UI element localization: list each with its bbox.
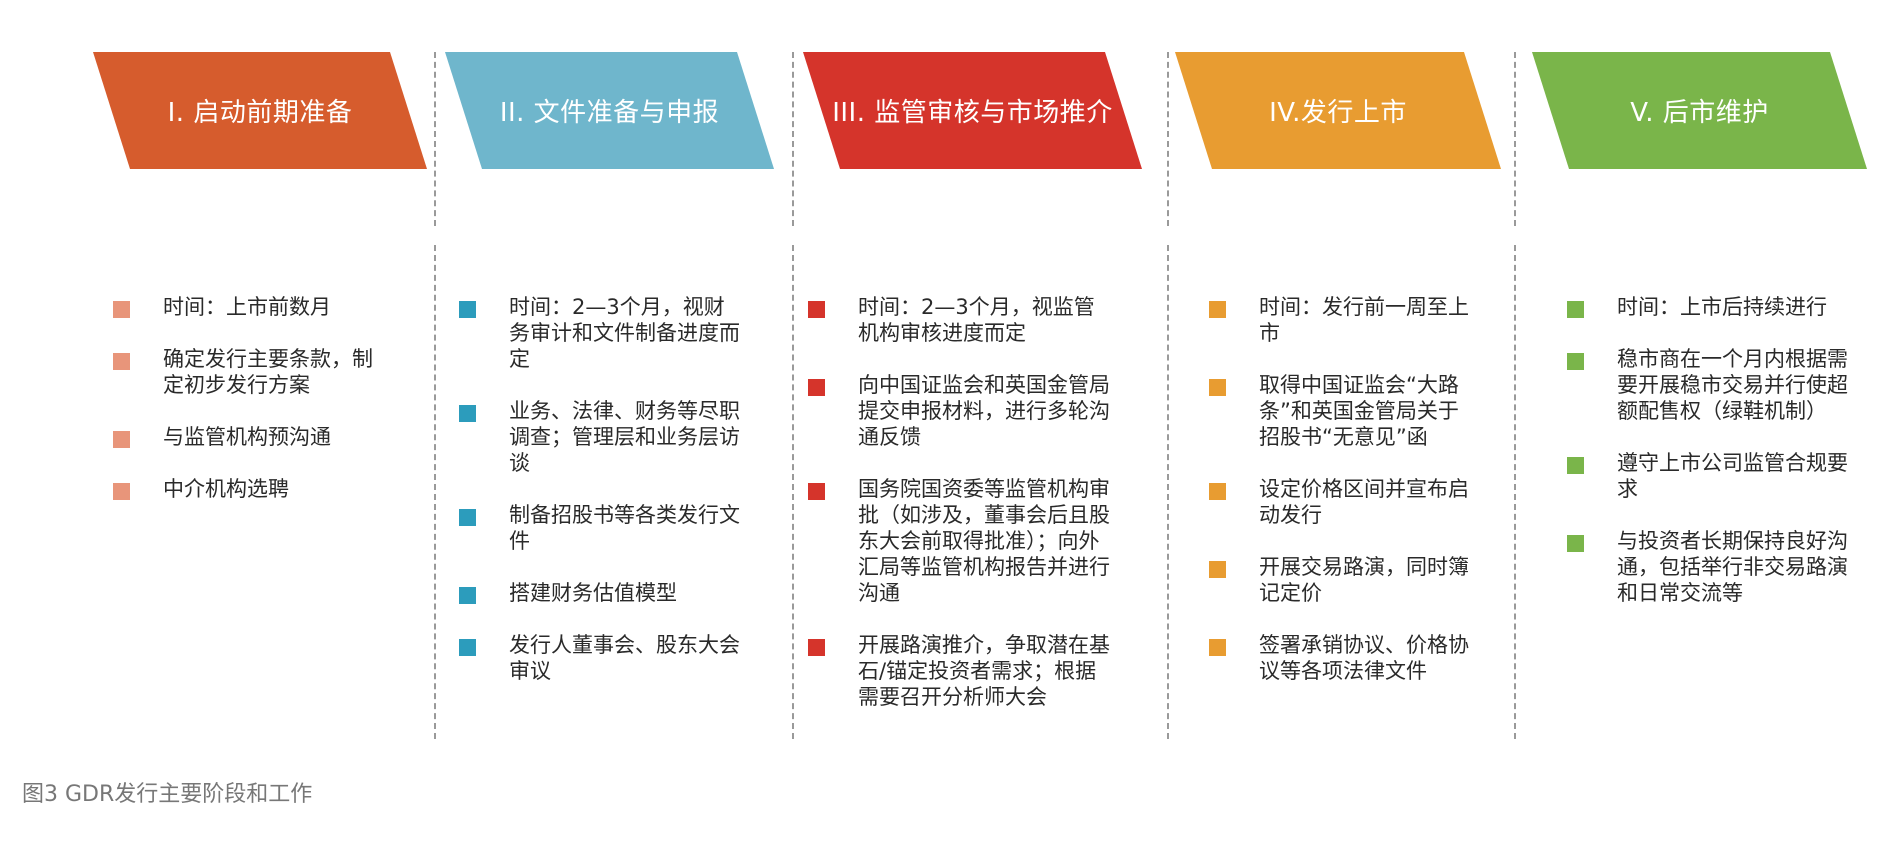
bullet-square-icon: [1567, 353, 1584, 370]
divider-1-upper: [434, 52, 436, 226]
bullet-square-icon: [1567, 301, 1584, 318]
divider-2-lower: [792, 245, 794, 739]
bullet-square-icon: [1567, 457, 1584, 474]
stage-4-task: 设定价格区间并宣布启动发行: [1209, 476, 1479, 528]
stage-4-task: 时间：发行前一周至上市: [1209, 294, 1479, 346]
bullet-square-icon: [808, 639, 825, 656]
stage-2-task-list: 时间：2—3个月，视财务审计和文件制备进度而定 业务、法律、财务等尽职调查；管理…: [459, 294, 741, 710]
stage-5-task: 时间：上市后持续进行: [1567, 294, 1867, 320]
stage-5-task: 稳市商在一个月内根据需要开展稳市交易并行使超额配售权（绿鞋机制）: [1567, 346, 1867, 424]
bullet-square-icon: [459, 639, 476, 656]
stage-3-task: 国务院国资委等监管机构审批（如涉及，董事会后且股东大会前取得批准）；向外汇局等监…: [808, 476, 1112, 606]
stage-2-banner: II. 文件准备与申报: [445, 52, 774, 169]
stage-1-banner: I. 启动前期准备: [93, 52, 427, 169]
stage-4-task-list: 时间：发行前一周至上市 取得中国证监会“大路条”和英国金管局关于招股书“无意见”…: [1209, 294, 1479, 710]
stage-2-task: 制备招股书等各类发行文件: [459, 502, 741, 554]
stage-4-task: 开展交易路演，同时簿记定价: [1209, 554, 1479, 606]
stage-3-banner: III. 监管审核与市场推介: [803, 52, 1142, 169]
stage-3-banner-shape: [803, 52, 1142, 169]
stage-5-banner: V. 后市维护: [1532, 52, 1867, 169]
stage-1-task: 中介机构选聘: [113, 476, 378, 502]
bullet-square-icon: [1209, 561, 1226, 578]
bullet-square-icon: [1209, 639, 1226, 656]
stage-5-task: 与投资者长期保持良好沟通，包括举行非交易路演和日常交流等: [1567, 528, 1867, 606]
bullet-square-icon: [1209, 301, 1226, 318]
bullet-square-icon: [1209, 379, 1226, 396]
divider-3-upper: [1167, 52, 1169, 226]
stage-1-task: 确定发行主要条款，制定初步发行方案: [113, 346, 378, 398]
bullet-square-icon: [459, 405, 476, 422]
bullet-square-icon: [459, 587, 476, 604]
bullet-square-icon: [808, 301, 825, 318]
stage-5-banner-shape: [1532, 52, 1867, 169]
stage-4-task: 取得中国证监会“大路条”和英国金管局关于招股书“无意见”函: [1209, 372, 1479, 450]
stage-2-task: 搭建财务估值模型: [459, 580, 741, 606]
stage-4-banner: IV.发行上市: [1175, 52, 1501, 169]
bullet-square-icon: [808, 379, 825, 396]
divider-1-lower: [434, 245, 436, 739]
stage-2-task: 发行人董事会、股东大会审议: [459, 632, 741, 684]
stage-3-title: III. 监管审核与市场推介: [832, 98, 1113, 128]
divider-4-lower: [1514, 245, 1516, 739]
bullet-square-icon: [113, 431, 130, 448]
stage-4-banner-shape: [1175, 52, 1501, 169]
bullet-square-icon: [808, 483, 825, 500]
bullet-square-icon: [113, 301, 130, 318]
bullet-square-icon: [1209, 483, 1226, 500]
bullet-square-icon: [113, 353, 130, 370]
stage-1-task: 与监管机构预沟通: [113, 424, 378, 450]
stage-2-title: II. 文件准备与申报: [499, 98, 720, 128]
stage-4-title: IV.发行上市: [1269, 98, 1407, 128]
stage-2-banner-shape: [445, 52, 774, 169]
stage-2-task: 时间：2—3个月，视财务审计和文件制备进度而定: [459, 294, 741, 372]
bullet-square-icon: [459, 509, 476, 526]
stage-5-task: 遵守上市公司监管合规要求: [1567, 450, 1867, 502]
bullet-square-icon: [459, 301, 476, 318]
stage-3-task: 时间：2—3个月，视监管机构审核进度而定: [808, 294, 1112, 346]
stage-3-task: 向中国证监会和英国金管局提交申报材料，进行多轮沟通反馈: [808, 372, 1112, 450]
stage-4-task: 签署承销协议、价格协议等各项法律文件: [1209, 632, 1479, 684]
divider-2-upper: [792, 52, 794, 226]
bullet-square-icon: [1567, 535, 1584, 552]
stage-1-banner-shape: [93, 52, 427, 169]
stage-1-task-list: 时间：上市前数月 确定发行主要条款，制定初步发行方案 与监管机构预沟通 中介机构…: [113, 294, 378, 528]
divider-3-lower: [1167, 245, 1169, 739]
stage-3-task-list: 时间：2—3个月，视监管机构审核进度而定 向中国证监会和英国金管局提交申报材料，…: [808, 294, 1112, 736]
stage-5-task-list: 时间：上市后持续进行 稳市商在一个月内根据需要开展稳市交易并行使超额配售权（绿鞋…: [1567, 294, 1867, 632]
stage-1-task: 时间：上市前数月: [113, 294, 378, 320]
divider-4-upper: [1514, 52, 1516, 226]
stage-3-task: 开展路演推介，争取潜在基石/锚定投资者需求；根据需要召开分析师大会: [808, 632, 1112, 710]
stage-5-title: V. 后市维护: [1630, 98, 1769, 128]
stage-2-task: 业务、法律、财务等尽职调查；管理层和业务层访谈: [459, 398, 741, 476]
stage-1-title: I. 启动前期准备: [167, 98, 353, 128]
figure-caption: 图3 GDR发行主要阶段和工作: [22, 782, 313, 807]
bullet-square-icon: [113, 483, 130, 500]
